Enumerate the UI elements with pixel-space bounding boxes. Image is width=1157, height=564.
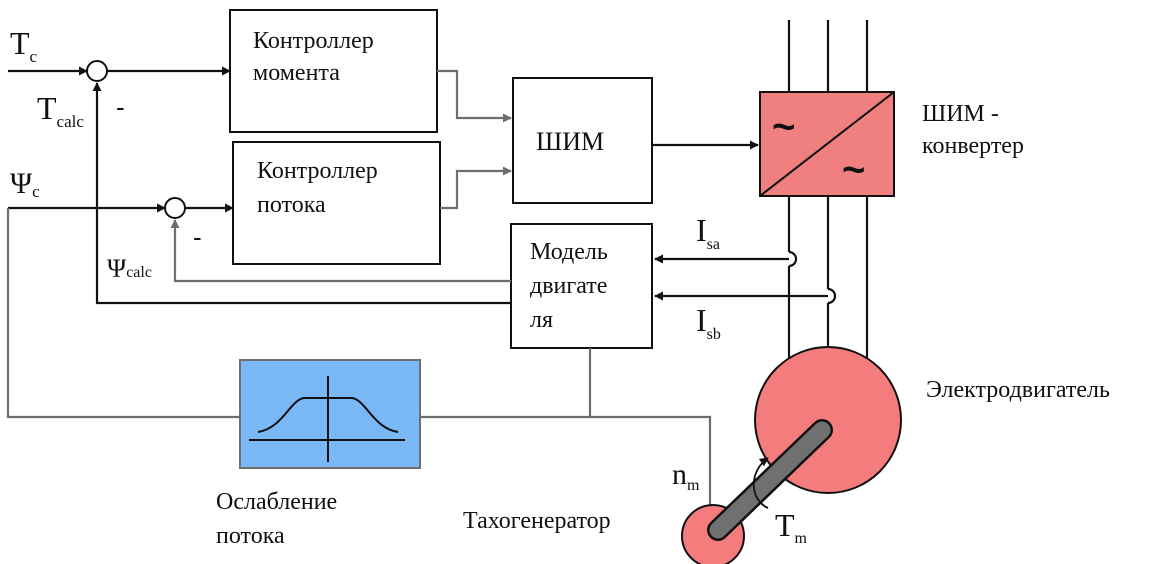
torque-controller: Контроллер момента [229,9,438,133]
speed-feedback-wire [420,415,712,505]
pwm-label: ШИМ [536,127,604,156]
flux-weakening-label-line1: Ослабление [216,489,337,515]
motor-shaft-fill [709,421,831,539]
torque-summing-junction [86,60,108,82]
flux-calc-label: Ψcalc [107,254,152,283]
flux-controller-line1: Контроллер [257,158,378,184]
flux-weakening-label-line2: потока [216,523,285,549]
flux-ref-label: Ψc [10,167,40,201]
flux-minus-sign: - [193,222,202,252]
motor-label: Электродвигатель [926,377,1110,403]
flux-weakening-block [239,359,421,469]
pwm-converter: ~ ~ [759,91,895,197]
torque-calc-label: Tcalc [37,90,84,131]
flux-reference-path: Ψc Ψcalc - [8,167,234,283]
flux-controller: Контроллер потока [232,141,441,265]
motor-model-block: Модель двигате ля [510,223,653,349]
torque-ref-label: Tc [10,25,38,66]
torque-minus-sign: - [116,92,125,122]
converter-ac-symbol: ~ [842,148,865,192]
converter-label-line2: конвертер [922,133,1024,159]
converter-label-line1: ШИМ - [922,101,999,127]
motor-model-line1: Модель [530,239,608,265]
converter-ac-symbol: ~ [772,105,795,149]
flux-controller-line2: потока [257,192,326,218]
torque-calc-feedback [92,82,511,305]
tachogenerator-label: Тахогенератор [463,508,611,534]
motor-torque-label: Tm [775,507,808,547]
flux-calc-feedback [170,219,511,283]
flux-weakening-wire [6,208,240,419]
torque-controller-to-pwm [437,69,512,123]
torque-controller-line1: Контроллер [253,28,374,54]
current-a-label: Isa [696,212,720,253]
rotation-arrow [752,457,769,509]
speed-label: nm [672,458,700,494]
power-lines [787,20,869,367]
torque-reference-path: Tc Tcalc - [8,25,231,131]
pwm-block: ШИМ [512,77,653,204]
torque-controller-line2: момента [253,60,340,86]
flux-controller-to-pwm [440,166,512,210]
motor-model-line2: двигате [530,273,607,299]
flux-summing-junction [164,197,186,219]
current-b-label: Isb [696,302,721,343]
motor-model-line3: ля [530,307,553,333]
